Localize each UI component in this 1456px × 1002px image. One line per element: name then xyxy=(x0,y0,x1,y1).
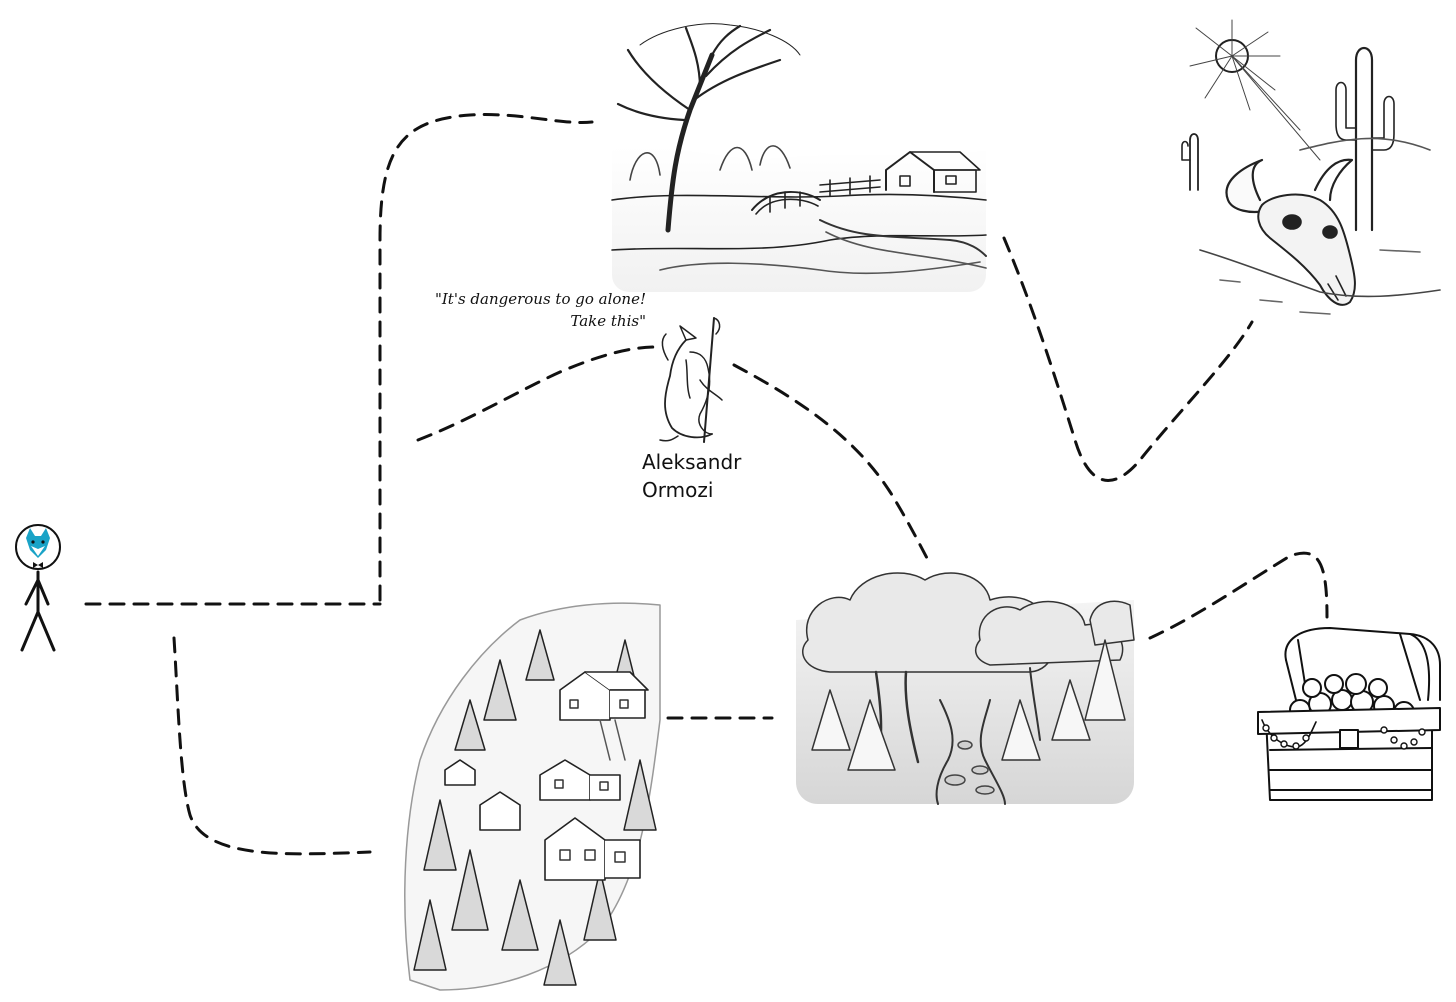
wizard-name: Aleksandr Ormozi xyxy=(642,448,741,504)
path-forest-to-treasure xyxy=(1150,553,1327,638)
hero-stick-figure xyxy=(16,525,60,650)
path-split-to-countryside xyxy=(380,115,592,600)
forest-stream-sketch xyxy=(796,573,1134,804)
hillside-village-sketch xyxy=(405,603,660,990)
wizard-quote: "It's dangerous to go alone! Take this" xyxy=(380,288,646,332)
path-hero-to-village xyxy=(174,638,370,854)
wizard-name-line-1: Aleksandr xyxy=(642,448,741,476)
wizard-quote-line-2: Take this" xyxy=(380,310,646,332)
path-wizard-to-forest xyxy=(734,365,928,560)
wizard-name-line-2: Ormozi xyxy=(642,476,741,504)
countryside-bridge-house-sketch xyxy=(612,24,986,292)
desert-skull-cactus-sketch xyxy=(1182,20,1440,314)
wizard-sketch xyxy=(660,318,722,442)
wizard-quote-line-1: "It's dangerous to go alone! xyxy=(380,288,646,310)
path-to-wizard xyxy=(418,347,656,440)
path-countryside-to-desert xyxy=(1004,238,1252,480)
treasure-chest-sketch xyxy=(1258,628,1440,800)
